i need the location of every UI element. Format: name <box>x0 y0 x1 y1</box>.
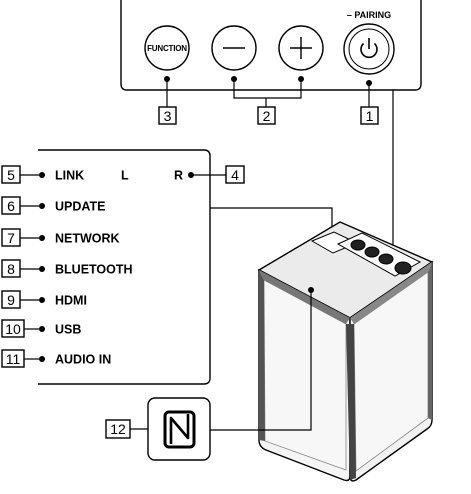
left-label: L <box>121 169 129 183</box>
plus-icon <box>290 37 312 59</box>
svg-text:2: 2 <box>263 108 271 124</box>
speaker-top-buttons <box>350 239 412 275</box>
update-label: UPDATE <box>55 200 105 214</box>
power-icon <box>360 38 378 59</box>
nfc-n-mark-icon <box>163 410 196 449</box>
network-indicator-led <box>39 235 45 241</box>
usb-indicator-led <box>39 326 45 332</box>
link-indicator-led <box>39 172 45 178</box>
usb-label: USB <box>55 323 81 337</box>
control-panel-outline <box>120 0 422 91</box>
control-panel-connector <box>392 90 394 263</box>
svg-text:9: 9 <box>7 292 15 308</box>
indicator-row-update: 6 UPDATE <box>1 196 105 215</box>
audio-in-label: AUDIO IN <box>55 353 111 367</box>
svg-text:3: 3 <box>164 108 172 124</box>
function-button-label: FUNCTION <box>147 44 187 53</box>
nfc-connector <box>210 290 312 431</box>
network-label: NETWORK <box>55 232 120 246</box>
svg-text:12: 12 <box>110 421 126 437</box>
indicator-row-usb: 10 USB <box>1 319 81 338</box>
top-callout-leaders <box>164 76 372 107</box>
nfc-mark <box>147 397 211 461</box>
svg-text:1: 1 <box>366 108 374 124</box>
update-indicator-led <box>39 203 45 209</box>
function-button[interactable]: FUNCTION <box>144 25 190 71</box>
hdmi-label: HDMI <box>55 294 87 308</box>
callout-2: 2 <box>257 106 276 125</box>
audio-in-indicator-led <box>39 356 45 362</box>
svg-text:6: 6 <box>7 198 15 214</box>
svg-text:7: 7 <box>7 230 15 246</box>
power-button[interactable] <box>343 23 395 75</box>
indicator-row-hdmi: 9 HDMI <box>1 290 87 309</box>
indicator-row-network: 7 NETWORK <box>1 228 120 247</box>
callout-12: 12 <box>105 419 148 439</box>
indicator-panel-connector <box>210 207 333 232</box>
callout-3: 3 <box>158 106 177 125</box>
callout-1: 1 <box>360 106 379 125</box>
indicator-panel-outline <box>38 149 211 385</box>
volume-plus-button[interactable] <box>278 25 324 71</box>
speaker-body <box>257 221 434 482</box>
bluetooth-label: BLUETOOTH <box>55 263 133 277</box>
link-label: LINK <box>55 169 84 183</box>
svg-text:11: 11 <box>6 351 21 367</box>
volume-minus-button[interactable] <box>211 25 257 71</box>
right-label: R <box>174 169 183 183</box>
svg-text:10: 10 <box>5 321 21 337</box>
bluetooth-indicator-led <box>39 266 45 272</box>
pairing-label: – PAIRING <box>347 10 391 20</box>
indicator-row-audio-in: 11 AUDIO IN <box>1 349 111 368</box>
indicator-row-bluetooth: 8 BLUETOOTH <box>1 259 133 278</box>
svg-text:4: 4 <box>231 167 239 183</box>
hdmi-indicator-led <box>39 297 45 303</box>
svg-text:5: 5 <box>7 167 15 183</box>
indicator-row-link: 5 LINK L R 4 <box>1 165 245 184</box>
svg-text:8: 8 <box>7 261 15 277</box>
